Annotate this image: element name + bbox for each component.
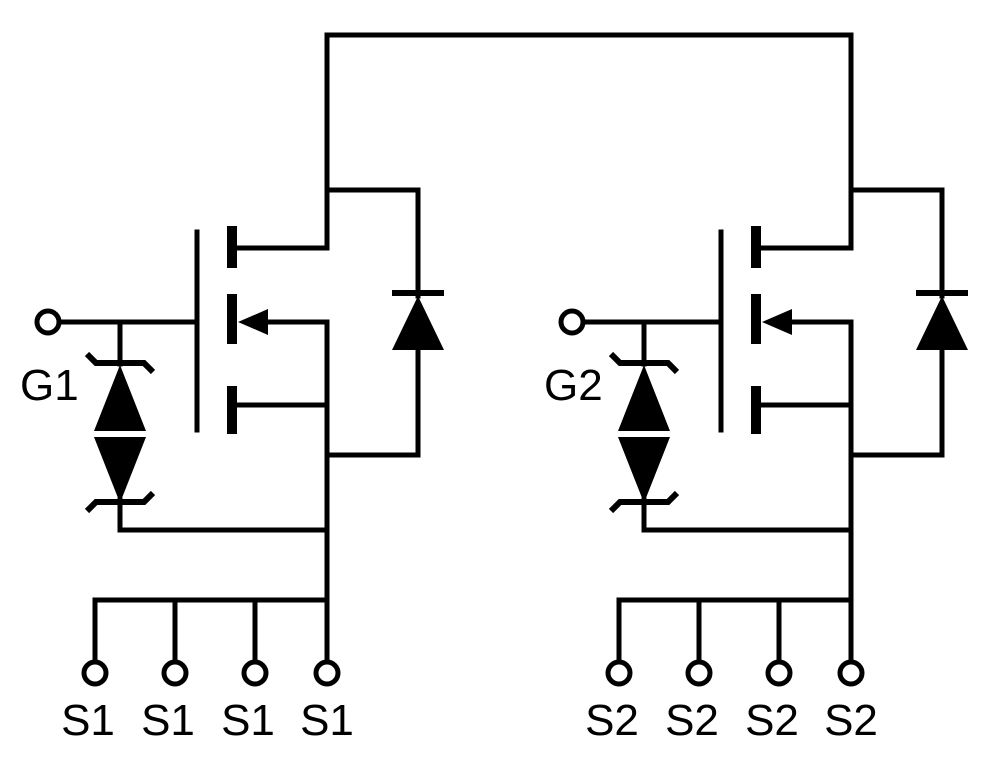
gate-label-1: G1: [20, 361, 79, 410]
source-label-1-2: S1: [141, 696, 195, 745]
source-label-1-1: S1: [61, 696, 115, 745]
source-label-2-1: S2: [585, 696, 639, 745]
mosfet-unit-2: [561, 35, 968, 684]
source-label-1-4: S1: [300, 696, 354, 745]
mosfet-unit-1: [37, 35, 444, 684]
source-label-2-4: S2: [824, 696, 878, 745]
gate-label-2: G2: [544, 361, 603, 410]
source-label-2-2: S2: [665, 696, 719, 745]
source-label-2-3: S2: [745, 696, 799, 745]
source-label-1-3: S1: [221, 696, 275, 745]
